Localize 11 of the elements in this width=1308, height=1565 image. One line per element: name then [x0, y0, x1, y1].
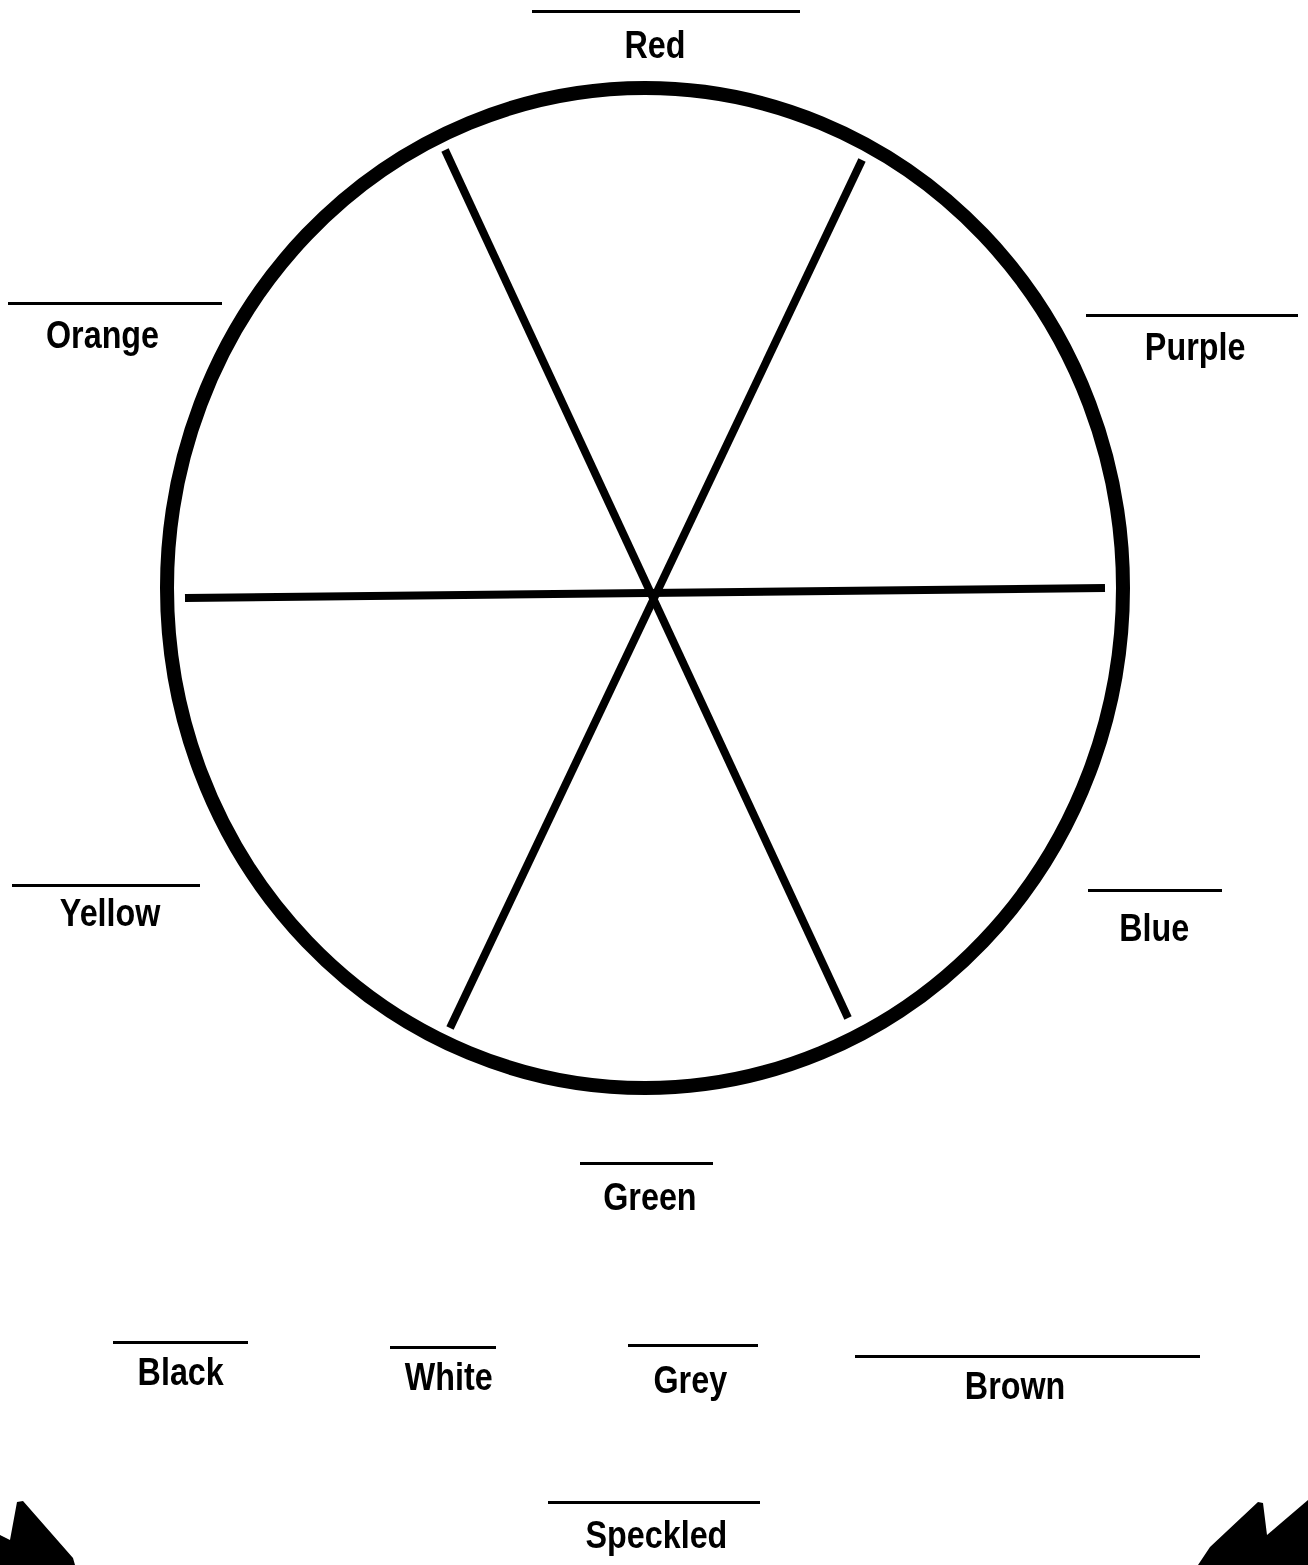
color-name-label: Green [603, 1177, 697, 1217]
color-name-label: Yellow [59, 893, 161, 933]
color-name-label: Orange [45, 315, 159, 355]
color-name-label: Purple [1144, 327, 1246, 367]
color-name-label: Speckled [585, 1515, 727, 1555]
color-name-label: Blue [1119, 908, 1190, 948]
color-name-label: Brown [964, 1366, 1066, 1406]
color-name-label: White [404, 1357, 493, 1397]
color-name-label: Black [137, 1352, 224, 1392]
color-name-label: Red [624, 25, 686, 65]
color-name-label: Grey [653, 1360, 727, 1400]
